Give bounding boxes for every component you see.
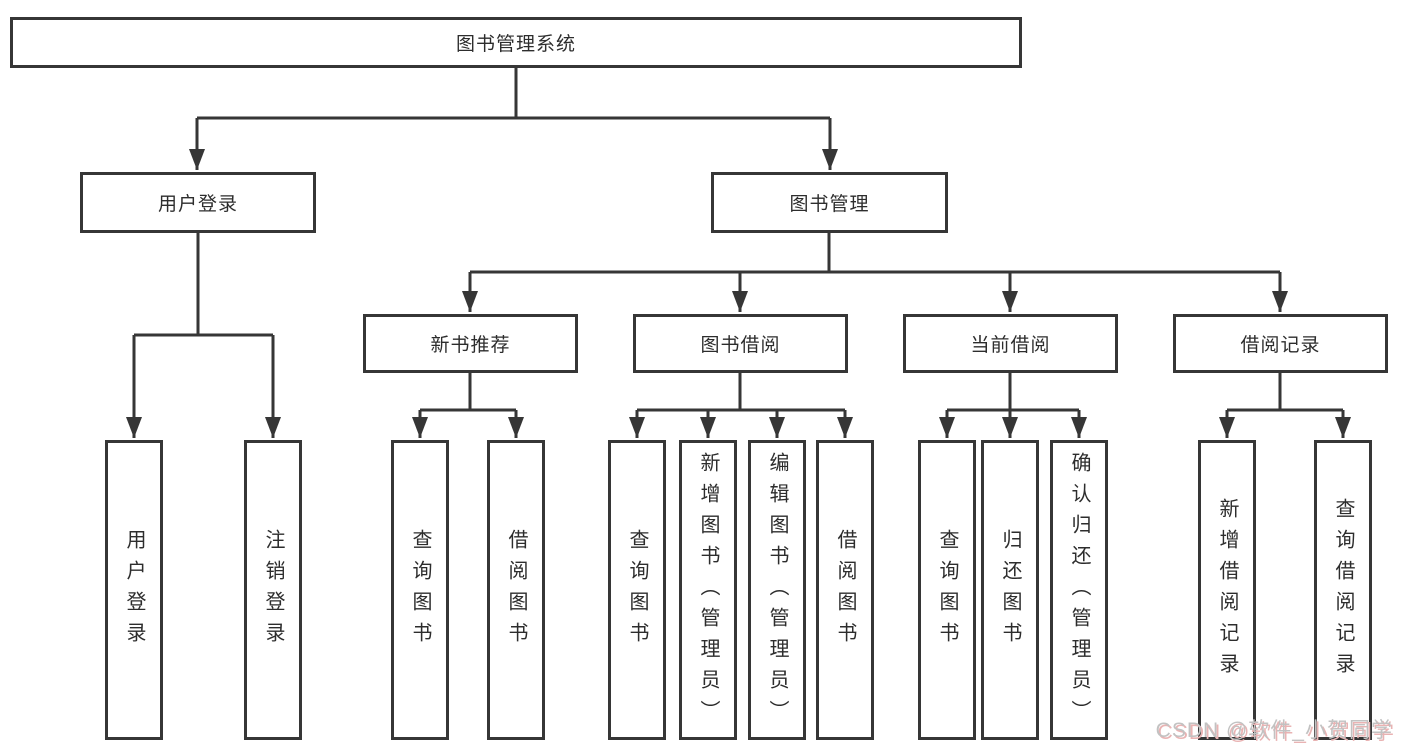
- node-leaf-logout: 注销登录: [244, 440, 302, 740]
- node-leaf-user-login: 用户登录: [105, 440, 163, 740]
- node-leaf-borrow-books: 借阅图书: [816, 440, 874, 740]
- node-book-borrow: 图书借阅: [633, 314, 848, 373]
- node-leaf-add-books-admin: 新增图书（管理员）: [679, 440, 737, 740]
- node-leaf-confirm-return-admin: 确认归还（管理员）: [1050, 440, 1108, 740]
- node-leaf-query-books-current: 查询图书: [918, 440, 976, 740]
- node-borrow-record: 借阅记录: [1173, 314, 1388, 373]
- node-book-management-branch: 图书管理: [711, 172, 948, 233]
- node-root-system: 图书管理系统: [10, 17, 1022, 68]
- node-leaf-edit-books-admin: 编辑图书（管理员）: [748, 440, 806, 740]
- node-leaf-query-books-borrow: 查询图书: [608, 440, 666, 740]
- node-leaf-add-borrow-record: 新增借阅记录: [1198, 440, 1256, 740]
- node-leaf-query-books-recommend: 查询图书: [391, 440, 449, 740]
- node-leaf-query-borrow-record: 查询借阅记录: [1314, 440, 1372, 740]
- csdn-watermark: CSDN @软件_小贺同学: [1155, 719, 1393, 742]
- node-current-borrow: 当前借阅: [903, 314, 1118, 373]
- node-leaf-borrow-books-recommend: 借阅图书: [487, 440, 545, 740]
- node-user-login-branch: 用户登录: [80, 172, 316, 233]
- node-new-book-recommend: 新书推荐: [363, 314, 578, 373]
- node-leaf-return-books: 归还图书: [981, 440, 1039, 740]
